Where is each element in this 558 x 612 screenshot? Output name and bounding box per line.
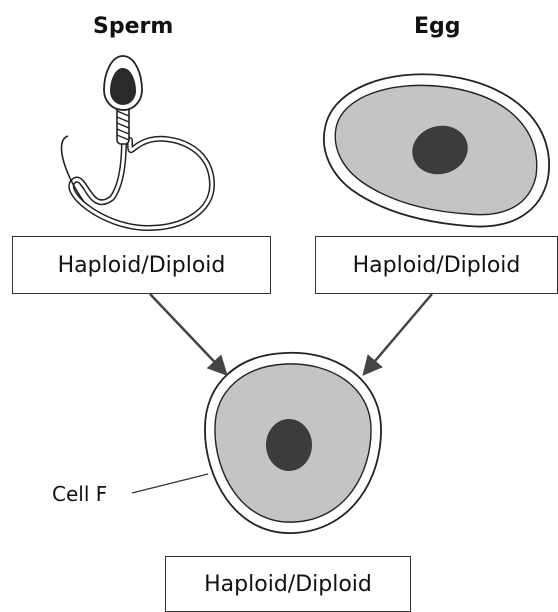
arrow-egg-to-cell bbox=[364, 294, 432, 374]
sperm-illustration bbox=[61, 56, 212, 228]
cell-f-label: Cell F bbox=[52, 484, 107, 504]
arrow-sperm-to-cell bbox=[150, 294, 226, 374]
sperm-ploidy-box[interactable]: Haploid/Diploid bbox=[12, 236, 271, 294]
cell-f-ploidy-label: Haploid/Diploid bbox=[204, 572, 372, 597]
sperm-tail bbox=[71, 139, 212, 228]
sperm-ploidy-label: Haploid/Diploid bbox=[58, 253, 226, 278]
egg-ploidy-box[interactable]: Haploid/Diploid bbox=[315, 236, 558, 294]
cell-f-leader-line bbox=[132, 474, 208, 493]
egg-illustration bbox=[324, 74, 549, 226]
cell-f-ploidy-box[interactable]: Haploid/Diploid bbox=[165, 556, 411, 612]
cell-f-nucleus bbox=[266, 419, 312, 471]
egg-ploidy-label: Haploid/Diploid bbox=[353, 253, 521, 278]
cell-f-illustration bbox=[205, 353, 381, 533]
